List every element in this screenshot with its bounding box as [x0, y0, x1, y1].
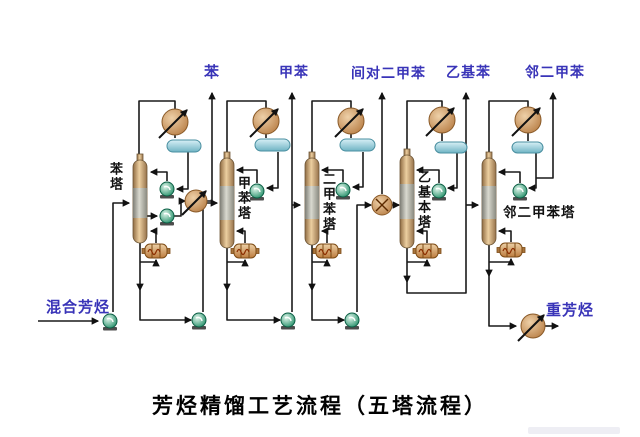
t3-reboiler-return [320, 227, 329, 243]
product-pump-1 [159, 208, 175, 227]
t4-drum-outlet [446, 152, 458, 192]
t1-reboiler-return [149, 227, 158, 243]
reflux-drums [166, 138, 544, 154]
o-xylene-tower-label: 邻二甲苯塔 [503, 205, 576, 220]
label-mp-xylene: 间对二甲苯 [351, 65, 426, 81]
xylene-tower [304, 151, 320, 246]
reflux-drum-3 [339, 138, 376, 152]
t5-drum-outlet [527, 152, 537, 192]
bottoms-pump-2 [280, 312, 296, 331]
t5-reflux [497, 168, 521, 183]
bottoms-pump-1 [191, 312, 207, 331]
feed-riser [112, 199, 131, 312]
reflux-drum-4 [434, 141, 468, 154]
t3-bottoms-to-pump [311, 290, 346, 324]
t4-to-reboiler [407, 258, 431, 267]
overhead-condenser-4 [426, 107, 455, 136]
reboiler-1 [141, 243, 171, 259]
reflux-pump-5 [512, 183, 528, 202]
benzene-product-cooler [181, 189, 208, 216]
t1-reflux [149, 168, 168, 181]
t2-bottoms-to-pump [226, 290, 282, 324]
reflux-drum-1 [166, 139, 202, 153]
t3-drum-outlet [351, 152, 364, 191]
reflux-pump-2 [249, 183, 265, 202]
ethylbenzene-tower [399, 148, 415, 249]
bottoms-pump-3 [344, 312, 360, 331]
t4-reflux [415, 166, 440, 183]
oxylene-product-riser [536, 91, 557, 179]
overhead-condenser-1 [159, 109, 188, 138]
watermark [528, 427, 620, 434]
label-benzene: 苯 [204, 64, 221, 81]
t3-reflux [320, 166, 344, 182]
t2-drum-outlet [265, 152, 279, 192]
reflux-pump-3 [335, 182, 351, 201]
t1-product-to-cooler [174, 197, 187, 217]
reflux-pump-1 [159, 181, 175, 200]
reboiler-4 [412, 243, 442, 259]
t2-to-reboiler [227, 258, 249, 267]
reboiler-3 [312, 243, 342, 259]
t2-feed-riser [202, 199, 219, 312]
ethylbenzene-riser [406, 91, 470, 294]
overhead-condenser-3 [335, 108, 364, 137]
label-toluene: 甲苯 [279, 64, 309, 80]
ethylbenzene-tower-label: 乙基本塔 [416, 170, 431, 230]
heavy-aromatics-cooler [517, 313, 546, 342]
t1-drum-outlet [175, 152, 189, 193]
t4-reboiler-return [415, 227, 428, 243]
feed-effluent-exchanger [371, 194, 393, 216]
benzene-tower [132, 153, 148, 244]
diagram-title: 芳烃精馏工艺流程（五塔流程） [152, 394, 488, 418]
t1-bottoms-to-pump [139, 290, 193, 324]
xylene-tower-label: 二甲苯塔 [321, 172, 336, 232]
toluene-tower-label: 甲苯塔 [236, 176, 251, 221]
overhead-condenser-5 [512, 107, 541, 136]
label-heavy-aromatics: 重芳烃 [546, 302, 595, 319]
reflux-pump-4 [431, 183, 447, 202]
toluene-tower [219, 151, 235, 249]
label-feed: 混合芳烃 [46, 299, 111, 316]
t1-to-reboiler [140, 258, 160, 267]
t2-reboiler-return [235, 227, 246, 243]
reboiler-2 [230, 243, 260, 259]
benzene-tower-label: 苯塔 [108, 162, 123, 192]
o-xylene-tower [481, 151, 497, 246]
reflux-drum-5 [511, 141, 544, 154]
reboiler-5 [496, 242, 526, 258]
t4-feed-riser [356, 201, 373, 312]
overhead-condenser-2 [250, 108, 279, 137]
t5-reboiler-return [497, 227, 512, 242]
t3-to-reboiler [312, 258, 331, 267]
t2-reflux [235, 166, 258, 183]
reflux-drum-2 [254, 138, 291, 152]
t5-bottoms-to-cooler [488, 276, 518, 330]
label-ethylbenzene: 乙基苯 [446, 64, 491, 80]
piping-lines [38, 91, 560, 330]
benzene-product-riser [207, 91, 216, 202]
t5-to-reboiler [489, 257, 515, 266]
towers [132, 148, 497, 249]
label-o-xylene: 邻二甲苯 [525, 64, 585, 80]
